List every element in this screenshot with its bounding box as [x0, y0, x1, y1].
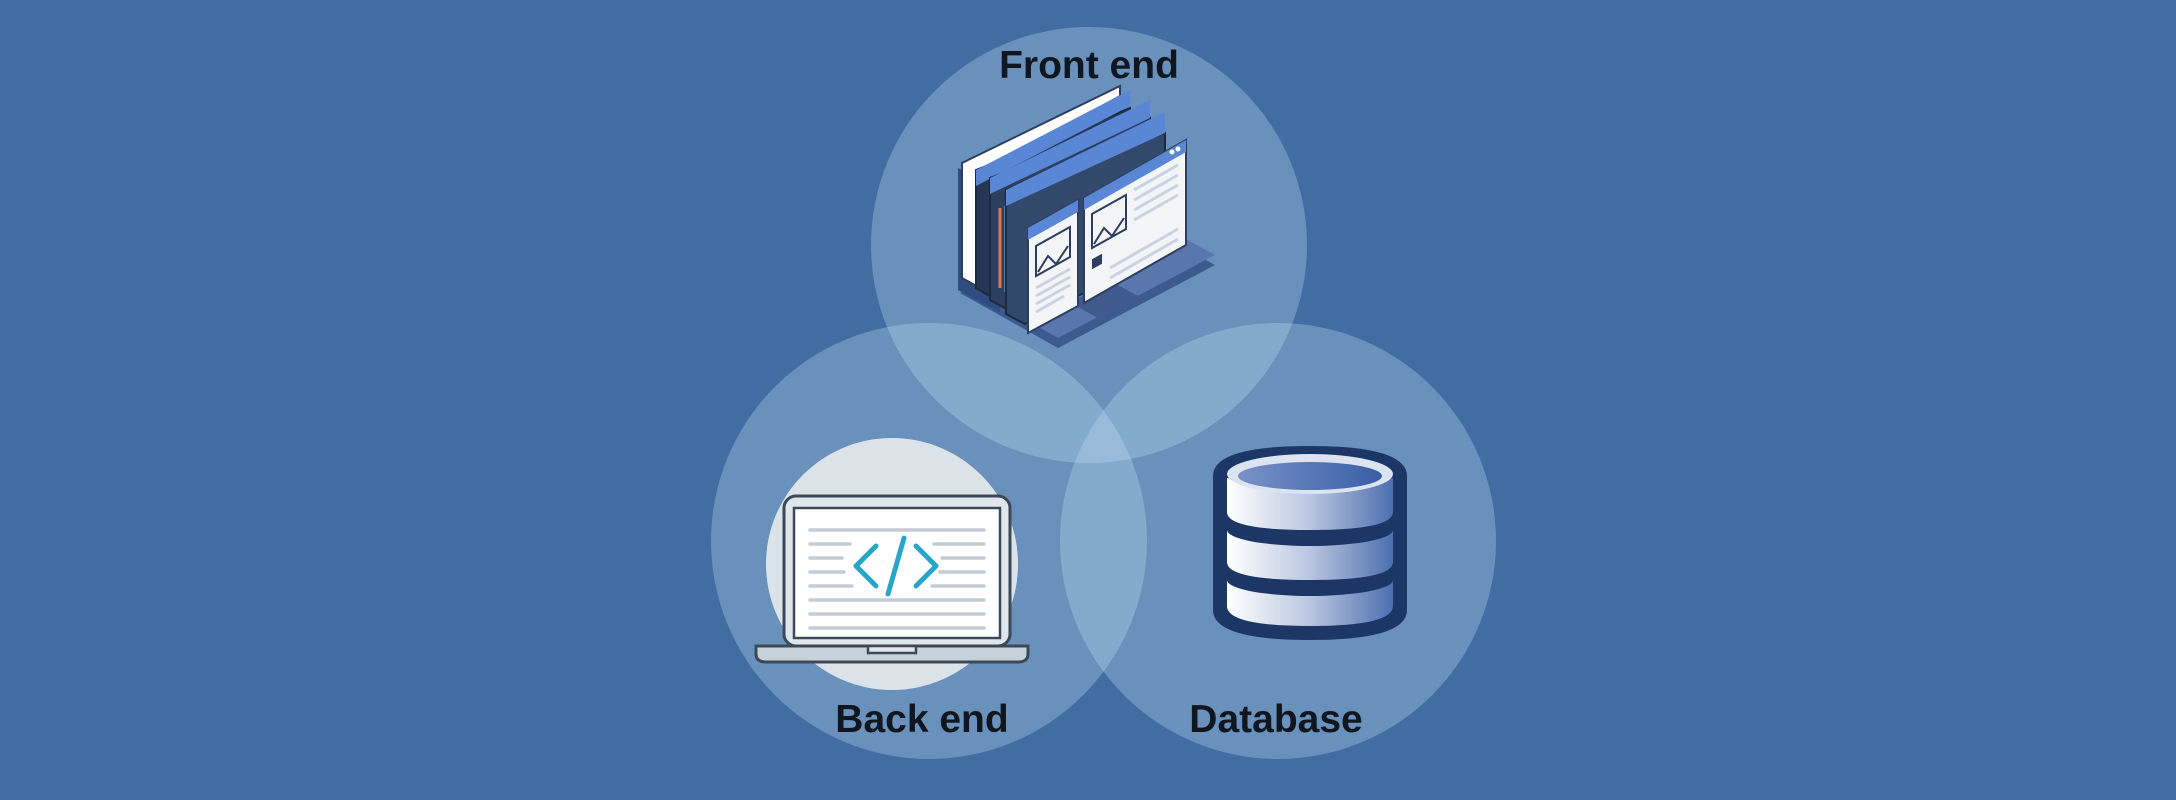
database-label: Database — [1189, 698, 1363, 741]
web-pages-laptop-icon — [958, 84, 1215, 348]
back-end-label: Back end — [835, 698, 1009, 741]
database-icon — [1213, 446, 1407, 640]
front-end-label: Front end — [999, 44, 1179, 87]
code-laptop-icon — [754, 438, 1030, 690]
